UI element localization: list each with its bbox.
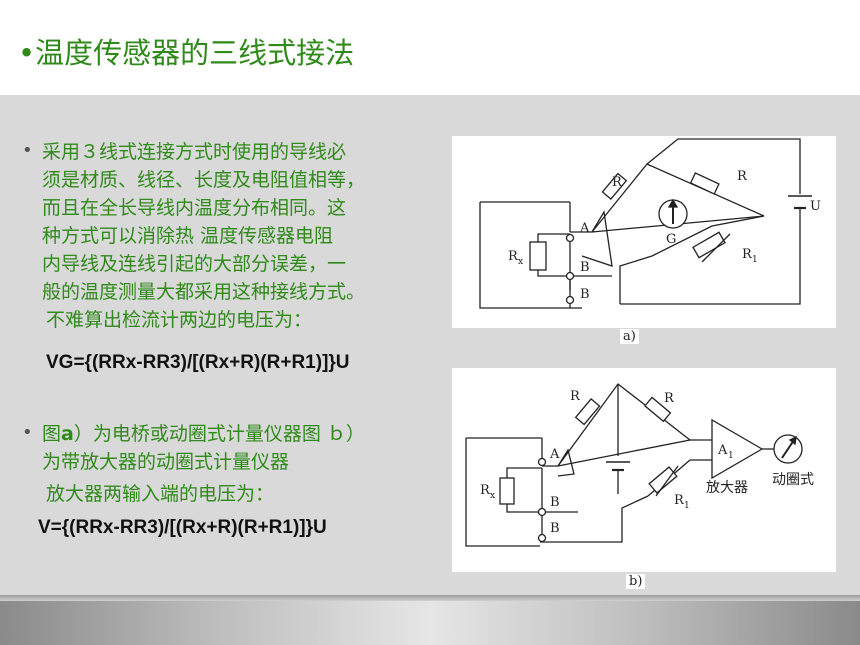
fig-a-label-b1: B (580, 260, 590, 275)
fig-b-label-r1: R (674, 493, 685, 508)
fig-a-label-a: A (579, 221, 590, 236)
bullet-2-text: 图a）为电桥或动圈式计量仪器图 ｂ） 为带放大器的动圈式计量仪器 放大器两输入端… (42, 420, 447, 508)
fig-b-label-amp-sub: 1 (728, 451, 734, 461)
fig-b-label-amp: A (717, 443, 728, 458)
fig-a-label-r1-sub: 1 (752, 255, 758, 265)
formula-vg: VG={(RRx-RR3)/[(Rx+R)(R+R1)]}U (46, 352, 350, 373)
fig-b-label-rx: R (480, 483, 491, 498)
fig-b-label-r-right: R (664, 391, 675, 406)
footer-band (0, 595, 860, 645)
bullet-1-line: 内导线及连线引起的大部分误差，一 (42, 253, 347, 275)
bullet-2-bold: a (61, 423, 74, 445)
fig-b-label-b2: B (550, 521, 560, 536)
fig-b-label-b1: B (550, 495, 560, 510)
formula-v: V={(RRx-RR3)/[(Rx+R)(R+R1)]}U (38, 517, 327, 538)
fig-b-label-r1-sub: 1 (684, 501, 690, 511)
fig-a-label-g: G (666, 232, 676, 247)
title-bar (0, 0, 860, 95)
bullet-dot-2: • (22, 422, 33, 443)
fig-b-label-rx-sub: x (490, 491, 495, 501)
bullet-1-line: 采用３线式连接方式时使用的导线必 (42, 141, 347, 163)
fig-b-label-meter: 动圈式 (772, 472, 814, 488)
bullet-1-line: 般的温度测量大都采用这种接线方式。 (42, 281, 366, 303)
slide-title: •温度传感器的三线式接法 (18, 36, 355, 70)
footer-edge (0, 595, 860, 601)
bullet-2-line-2: 为带放大器的动圈式计量仪器 (42, 451, 290, 473)
bullet-1-text: 采用３线式连接方式时使用的导线必 须是材质、线径、长度及电阻值相等， 而且在全长… (42, 138, 447, 334)
bullet-1-line: 须是材质、线径、长度及电阻值相等， (42, 169, 366, 191)
fig-b-label-a: A (549, 447, 560, 462)
bullet-1-line: 种方式可以消除热 温度传感器电阻 (42, 225, 334, 247)
fig-a-label-r-right: R (737, 169, 748, 184)
bullet-1-sub: 不难算出检流计两边的电压为： (46, 309, 313, 331)
bullet-dot-1: • (22, 140, 33, 161)
figure-b-caption: b) (626, 574, 646, 589)
fig-b-label-r-left: R (570, 389, 581, 404)
figure-b-svg: R R A 1 R x R 1 A B B 放大器 动圈式 (465, 383, 814, 547)
fig-a-label-u: U (810, 199, 821, 214)
bullet-1-line: 而且在全长导线内温度分布相同。这 (42, 197, 347, 219)
fig-a-label-rx: R (508, 249, 519, 264)
figure-b-circuit: R R A 1 R x R 1 A B B 放大器 动圈式 (452, 368, 836, 572)
bullet-2-post: ）为电桥或动圈式计量仪器图 ｂ） (73, 423, 365, 445)
figure-a-svg: R R U G R 1 R x A B B (479, 138, 821, 309)
bullet-2-sub: 放大器两输入端的电压为： (46, 483, 275, 505)
fig-a-label-r-left: R (612, 175, 623, 190)
fig-a-label-b2: B (580, 287, 590, 302)
figure-a-circuit: R R U G R 1 R x A B B (452, 136, 836, 328)
fig-b-label-amplifier: 放大器 (706, 480, 748, 496)
bullet-2-line-1: 图a）为电桥或动圈式计量仪器图 ｂ） (42, 420, 447, 448)
fig-a-label-r1: R (742, 247, 753, 262)
figure-a-caption: a) (620, 329, 639, 344)
bullet-2-pre: 图 (42, 423, 62, 445)
fig-a-label-rx-sub: x (518, 257, 523, 267)
